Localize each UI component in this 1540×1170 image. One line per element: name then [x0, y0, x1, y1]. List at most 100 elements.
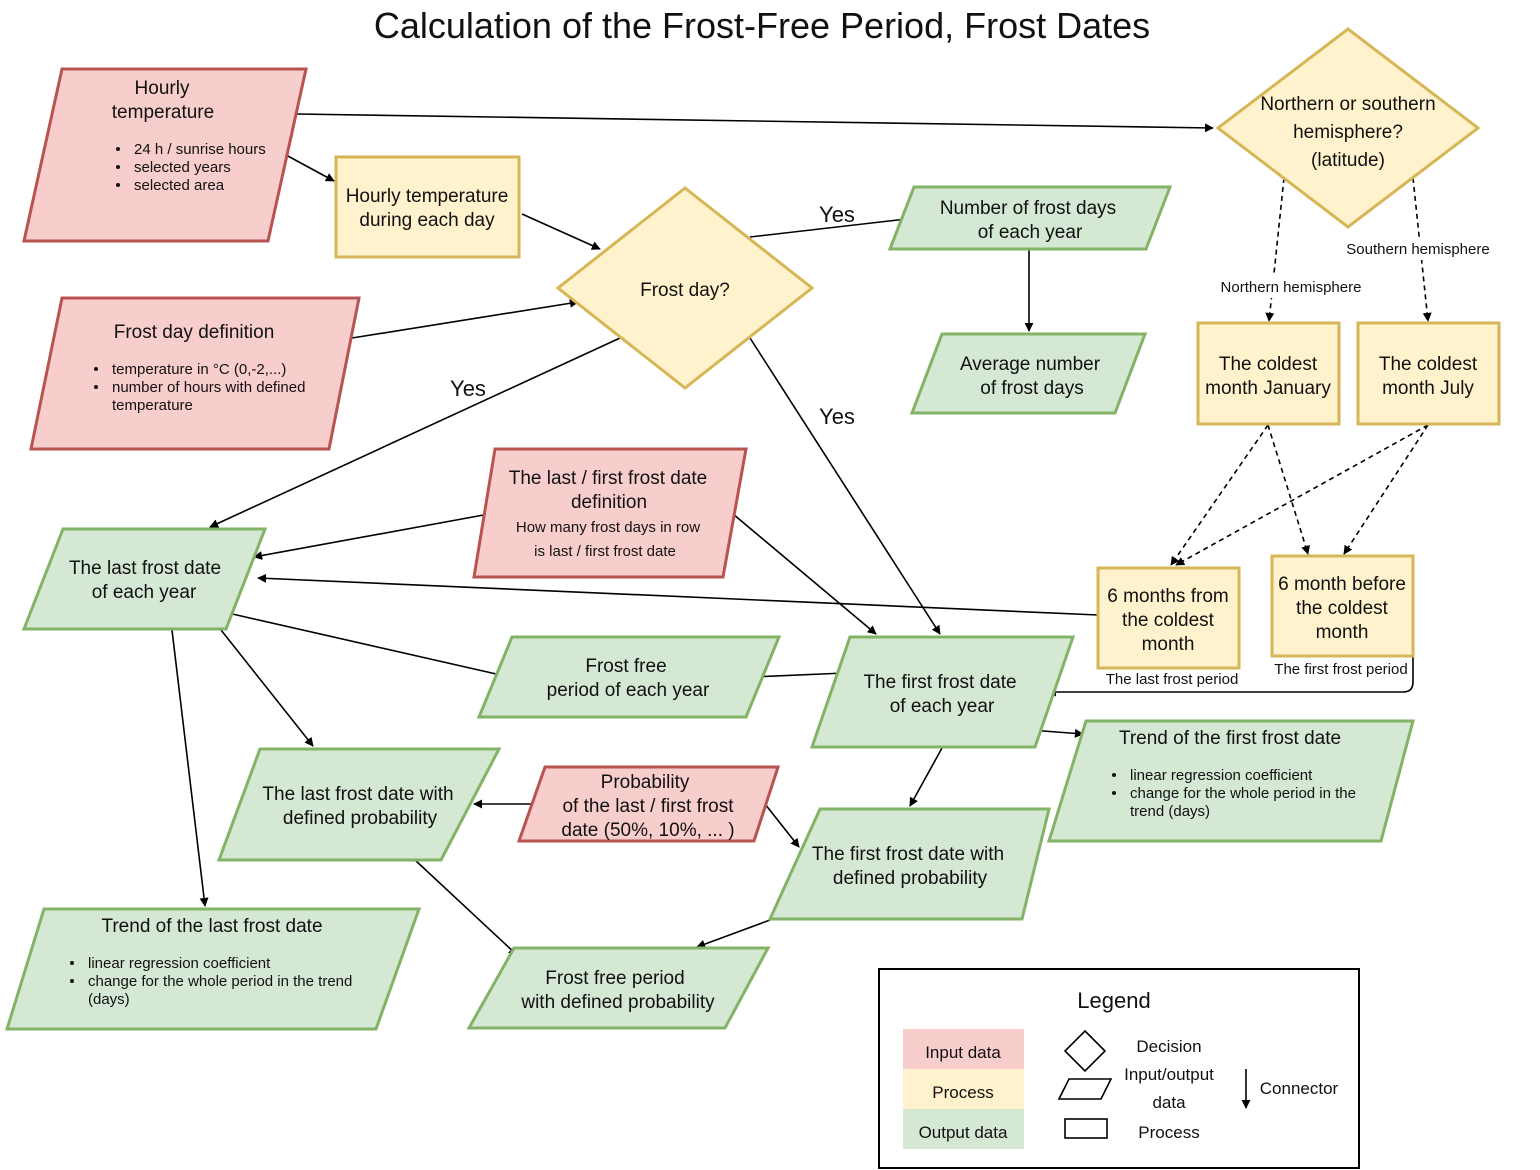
edge-frostdef-to-frostday — [351, 298, 579, 339]
node-title: period of each year — [547, 680, 710, 701]
node-last-frost-date: The last frost date of each year — [21, 527, 268, 631]
node-title: during each day — [359, 210, 495, 231]
node-average-frost-days: Average number of frost days — [909, 332, 1148, 415]
node-title: The coldest — [1219, 354, 1318, 375]
node-bullet: temperature — [112, 397, 193, 414]
edge-hemisphere-to-jul — [1412, 177, 1432, 322]
legend-process-shape — [1064, 1118, 1108, 1139]
legend-output-label: Output data — [919, 1123, 1008, 1142]
node-title: of each year — [890, 696, 995, 717]
edge-label-southern: Southern hemisphere — [1346, 241, 1489, 258]
node-title: The last frost date — [69, 558, 221, 579]
edge-labels: Yes Yes Yes Northern hemisphere Southern… — [450, 202, 1494, 688]
edge-hemisphere-to-jan — [1265, 177, 1285, 322]
node-bullet: linear regression coefficient — [1130, 767, 1313, 784]
node-coldest-january: The coldest month January — [1196, 321, 1341, 426]
edge-lfdef-to-lastfrost — [253, 513, 490, 560]
edge-frostday-to-numfrost — [749, 214, 916, 238]
legend-swatch-process — [903, 1069, 1024, 1109]
edge-jan-to-sixfrom — [1170, 424, 1269, 566]
node-title: of frost days — [980, 378, 1084, 399]
node-last-frost-probability: The last frost date with defined probabi… — [216, 747, 502, 862]
node-title: The coldest — [1379, 354, 1478, 375]
node-bullet: 24 h / sunrise hours — [134, 141, 266, 158]
node-title: the coldest — [1296, 598, 1389, 619]
edge-sixbefore-to-firstfrost — [1047, 655, 1414, 697]
node-title: Number of frost days — [940, 198, 1116, 219]
edge-lastfrost-to-ffperiod — [227, 612, 506, 679]
node-bullet: number of hours with defined — [112, 379, 305, 396]
node-first-frost-probability: The first frost date with defined probab… — [767, 807, 1051, 921]
node-subtext: How many frost days in row — [516, 519, 700, 536]
node-title: Hourly — [135, 78, 190, 99]
node-trend-last-frost: Trend of the last frost date linear regr… — [4, 907, 422, 1031]
node-hemisphere-decision: Northern or southern hemisphere? (latitu… — [1215, 27, 1481, 229]
node-bullet: change for the whole period in the trend — [88, 973, 352, 990]
edge-firstfrost-to-firstprob — [909, 747, 943, 807]
node-first-frost-date: The first frost date of each year — [809, 635, 1076, 749]
node-frost-free-probability: Frost free period with defined probabili… — [466, 946, 771, 1030]
edge-frostday-to-firstfrost — [749, 337, 941, 635]
node-title: Frost free — [585, 656, 666, 677]
node-bullet: temperature in °C (0,-2,...) — [112, 361, 286, 378]
node-six-months-before: 6 month before the coldest month — [1270, 554, 1415, 658]
node-bullet: selected area — [134, 177, 225, 194]
edge-lastfrost-to-trendlast — [171, 629, 209, 907]
node-title: hemisphere? — [1293, 122, 1403, 143]
legend-decision-shape — [1063, 1029, 1107, 1073]
edge-label-first-period: The first frost period — [1274, 661, 1407, 678]
node-frost-free-period: Frost free period of each year — [476, 635, 782, 719]
edge-jan-to-sixbefore — [1267, 424, 1310, 555]
node-title: of each year — [978, 222, 1083, 243]
edge-lastfrost-to-lastprob — [220, 629, 314, 747]
edge-hourly-to-hemisphere — [295, 113, 1214, 133]
node-number-of-frost-days: Number of frost days of each year — [887, 185, 1173, 251]
edge-lastprob-to-ffprob — [414, 859, 518, 956]
node-title: defined probability — [283, 808, 438, 829]
legend-decision-label: Decision — [1136, 1037, 1201, 1056]
node-title: Trend of the first frost date — [1119, 728, 1341, 749]
edge-sixfrom-to-lastfrost — [257, 573, 1099, 616]
legend-process-label: Process — [932, 1083, 993, 1102]
node-bullet: trend (days) — [1130, 803, 1210, 820]
node-frost-day-decision: Frost day? — [555, 186, 815, 390]
edge-firstfrost-to-ffperiod — [750, 672, 846, 682]
node-title: 6 month before — [1278, 574, 1406, 595]
legend: Legend Input data Process Output data De… — [878, 968, 1360, 1169]
node-frost-day-definition: Frost day definition temperature in °C (… — [29, 296, 361, 451]
node-title: of each year — [92, 582, 197, 603]
node-title: Probability — [601, 772, 690, 793]
dashed-edges — [1170, 177, 1432, 566]
edge-eachday-to-frostday — [521, 213, 601, 250]
legend-swatch-input — [903, 1029, 1024, 1069]
node-title: of the last / first frost — [562, 796, 734, 817]
node-title: The first frost date — [863, 672, 1016, 693]
node-title: month July — [1382, 378, 1474, 399]
node-title: Northern or southern — [1260, 94, 1435, 115]
node-title: 6 months from — [1107, 586, 1228, 607]
node-title: temperature — [112, 102, 214, 123]
node-coldest-july: The coldest month July — [1356, 321, 1501, 426]
edge-label-yes-numfrost: Yes — [819, 202, 855, 227]
legend-swatch-output — [903, 1109, 1024, 1149]
node-title: The first frost date with — [812, 844, 1004, 865]
node-title: Trend of the last frost date — [101, 916, 322, 937]
node-title: Frost day definition — [114, 322, 275, 343]
node-title: Average number — [960, 354, 1101, 375]
edge-prob-to-firstprob — [764, 803, 800, 848]
node-title: definition — [571, 492, 647, 513]
edge-lfdef-to-firstfrost — [732, 513, 877, 635]
node-title: Frost free period — [545, 968, 684, 989]
node-title: defined probability — [833, 868, 988, 889]
edge-label-yes-firstfrost: Yes — [819, 404, 855, 429]
edge-jul-to-sixfrom — [1175, 424, 1429, 566]
node-bullet: selected years — [134, 159, 231, 176]
edge-frostday-to-lastfrost — [209, 337, 621, 528]
edge-label-last-period: The last frost period — [1106, 671, 1239, 688]
node-trend-first-frost: Trend of the first frost date linear reg… — [1046, 719, 1415, 843]
node-subtext: is last / first frost date — [534, 543, 676, 560]
edge-jul-to-sixbefore — [1343, 424, 1429, 555]
node-lf-definition: The last / first frost date definition H… — [472, 447, 748, 579]
node-hourly-temperature: Hourly temperature 24 h / sunrise hours … — [22, 67, 308, 243]
